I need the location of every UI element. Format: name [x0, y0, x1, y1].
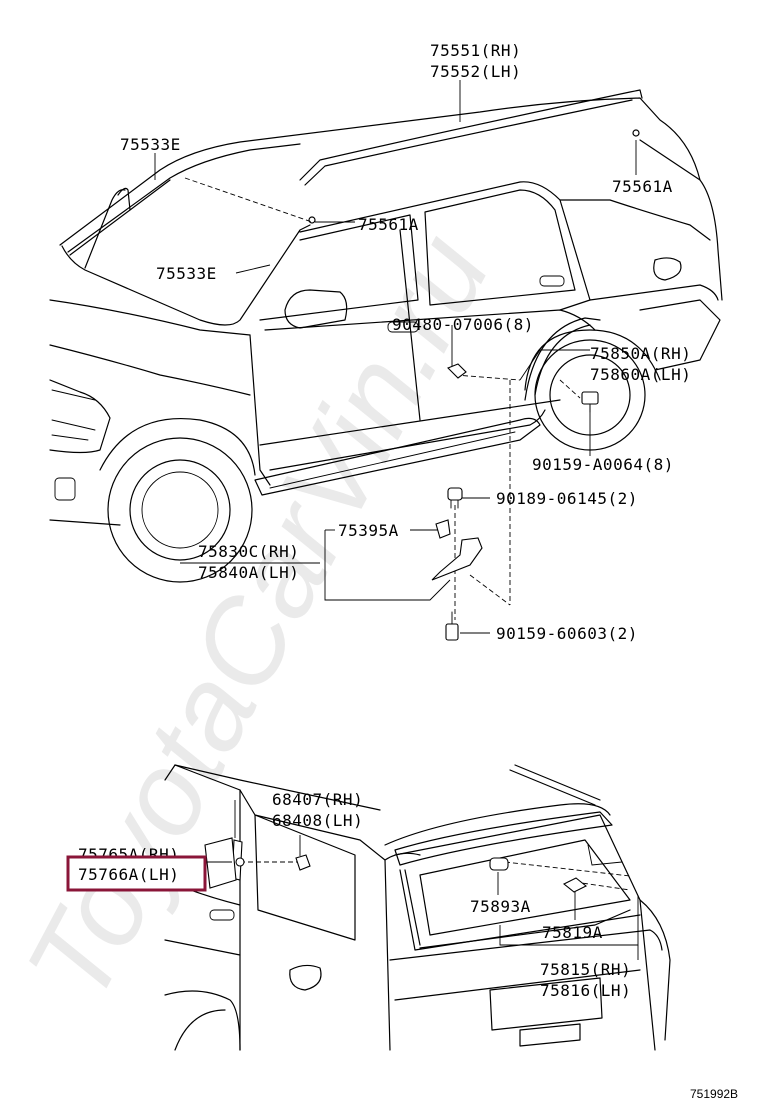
top-labels: 75551(RH) 75552(LH) 75533E 75561A 75561A… [120, 41, 691, 643]
bottom-leader-lines [205, 800, 639, 960]
label-75815: 75815(RH) [540, 960, 631, 979]
highlight-box-75766a[interactable] [66, 855, 207, 892]
label-68408: 68408(LH) [272, 811, 363, 830]
bottom-parts [235, 854, 588, 893]
top-parts [431, 363, 599, 641]
label-75552: 75552(LH) [430, 62, 521, 81]
bottom-labels: 68407(RH) 68408(LH) 75765A(RH) 75766A(LH… [66, 790, 631, 1000]
label-75551: 75551(RH) [430, 41, 521, 60]
vehicle-side-view [49, 89, 723, 583]
label-75766a[interactable]: 75766A(LH) [78, 865, 179, 884]
diagram-code: 751992B [690, 1087, 738, 1101]
label-75816: 75816(LH) [540, 981, 631, 1000]
label-75893a: 75893A [470, 897, 531, 916]
label-75819a: 75819A [542, 923, 603, 942]
label-68407: 68407(RH) [272, 790, 363, 809]
label-90480-07006: 90480-07006(8) [392, 315, 534, 334]
label-75533e-top: 75533E [120, 135, 181, 154]
label-90159-60603: 90159-60603(2) [496, 624, 638, 643]
label-75561a-center: 75561A [358, 215, 419, 234]
label-75533e-side: 75533E [156, 264, 217, 283]
label-75860a: 75860A(LH) [590, 365, 691, 384]
label-75561a-rear: 75561A [612, 177, 673, 196]
label-75395a: 75395A [338, 521, 399, 540]
top-leader-lines [154, 80, 637, 634]
label-90159-a0064: 90159-A0064(8) [532, 455, 674, 474]
vehicle-rear-view [164, 764, 671, 1051]
label-75850a: 75850A(RH) [590, 344, 691, 363]
label-75840a: 75840A(LH) [198, 563, 299, 582]
label-90189-06145: 90189-06145(2) [496, 489, 638, 508]
label-75830c: 75830C(RH) [198, 542, 299, 561]
